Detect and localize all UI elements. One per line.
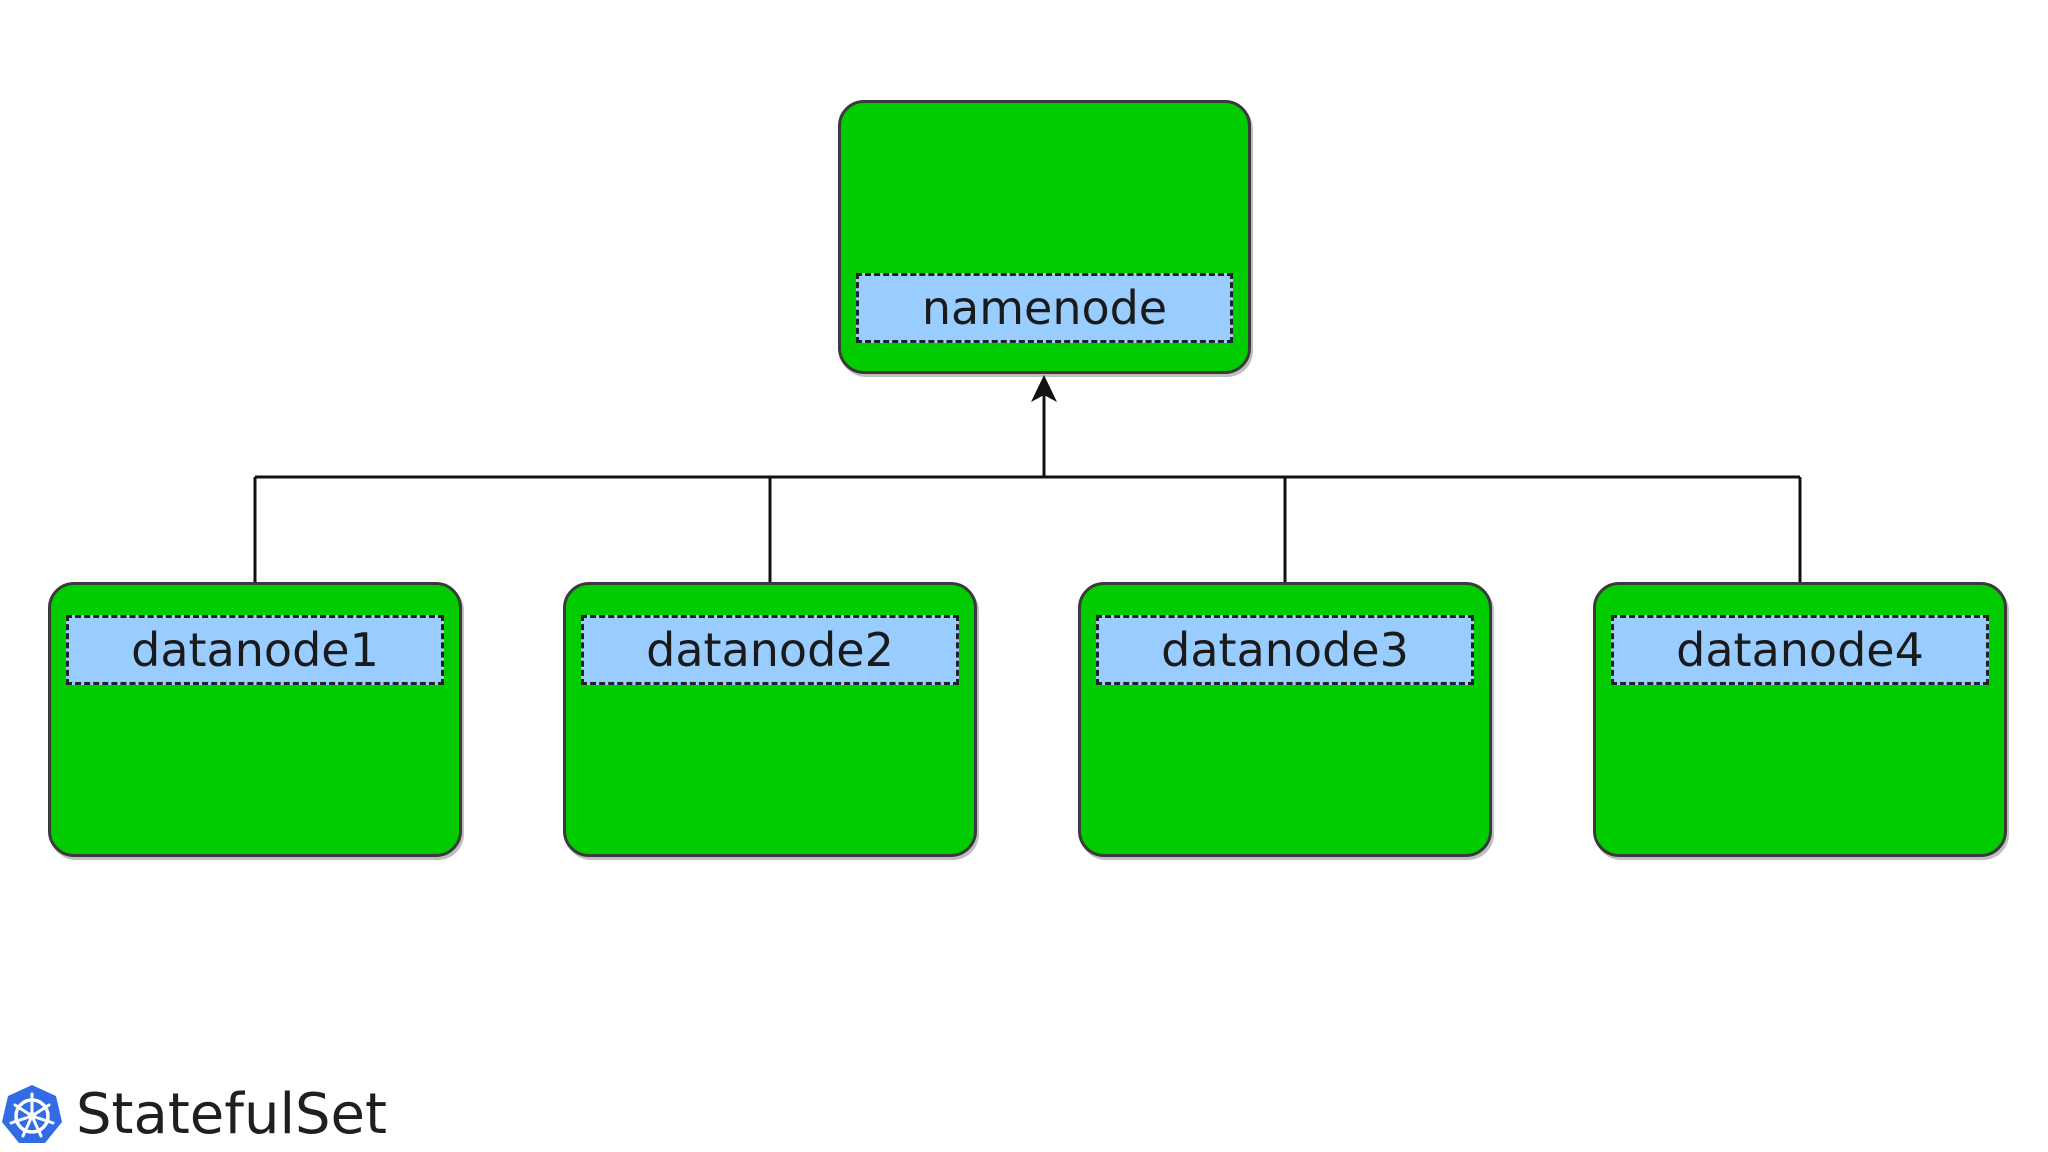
arrowhead [1031,375,1057,402]
datanode4-label: datanode4 [1611,615,1989,685]
kubernetes-helm-wheel-icon [2,1084,62,1143]
datanode2-label: datanode2 [581,615,959,685]
footer-label: StatefulSet [76,1082,387,1147]
namenode-label: namenode [856,273,1233,343]
datanode1-box[interactable]: datanode1 [48,582,462,857]
datanode3-box[interactable]: datanode3 [1078,582,1492,857]
datanode1-label: datanode1 [66,615,444,685]
datanode2-box[interactable]: datanode2 [563,582,977,857]
footer: StatefulSet [0,1082,387,1147]
namenode-box[interactable]: namenode [838,100,1251,374]
datanode3-label: datanode3 [1096,615,1474,685]
datanode4-box[interactable]: datanode4 [1593,582,2007,857]
